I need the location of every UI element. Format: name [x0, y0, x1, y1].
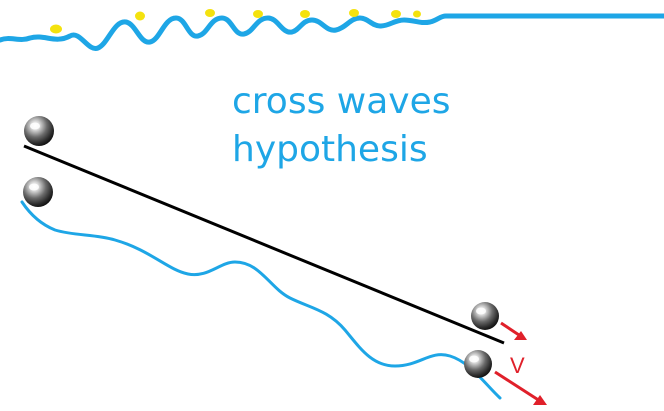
steel-ball-icon [464, 350, 492, 378]
velocity-arrow-icon [494, 370, 547, 405]
particle-dot [300, 10, 310, 18]
particle-dot [253, 10, 263, 18]
steel-ball-icon [24, 116, 54, 146]
top-wave-line [0, 13, 664, 51]
straight-incline-line [23, 144, 505, 345]
velocity-arrow-icon [500, 321, 527, 340]
steel-ball-icon [23, 177, 53, 207]
velocity-label: V [510, 353, 525, 378]
particle-dot [50, 24, 62, 34]
diagram-caption: cross waves hypothesis [232, 78, 451, 174]
particle-dot [413, 10, 421, 18]
particle-dot [135, 11, 145, 21]
steel-ball-icon [471, 302, 499, 330]
particle-dot [205, 9, 215, 17]
particle-dot [391, 10, 401, 18]
caption-line-2: hypothesis [232, 129, 428, 170]
caption-line-1: cross waves [232, 81, 451, 122]
wavy-incline-line [20, 200, 502, 400]
yellow-particles [50, 9, 421, 34]
particle-dot [349, 9, 359, 17]
